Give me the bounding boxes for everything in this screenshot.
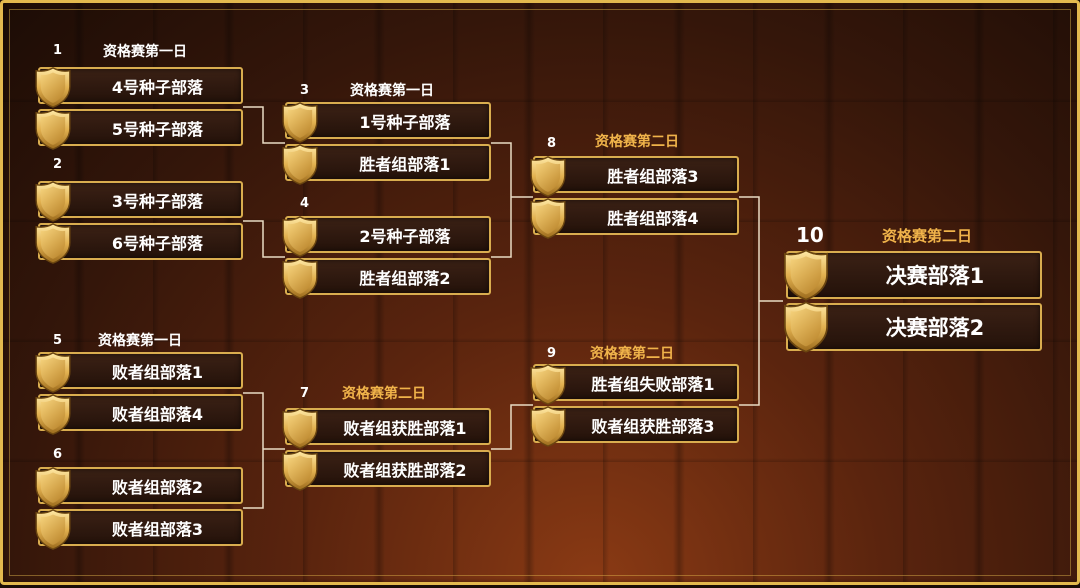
gold-shield-icon (782, 300, 830, 354)
gold-shield-icon (34, 351, 72, 394)
team-slot[interactable]: 决赛部落1 (783, 249, 1042, 301)
gold-shield-icon (281, 407, 319, 450)
team-slot[interactable]: 决赛部落2 (783, 301, 1042, 353)
team-name: 决赛部落1 (885, 264, 985, 288)
match-number: 4 (300, 196, 310, 211)
match-number: 9 (547, 346, 557, 361)
bracket-connector-lines (243, 106, 783, 509)
match-day-label: 资格赛第二日 (595, 134, 679, 150)
gold-shield-icon (34, 508, 72, 551)
gold-shield-icon (34, 108, 72, 151)
team-name: 败者组部落3 (111, 519, 204, 539)
team-name: 败者组获胜部落1 (343, 418, 467, 438)
team-slot[interactable]: 败者组部落4 (35, 394, 243, 435)
match-day-label: 资格赛第一日 (350, 83, 434, 99)
team-slot[interactable]: 胜者组部落1 (282, 144, 491, 185)
match-number: 1 (53, 43, 63, 58)
match-number: 10 (796, 223, 824, 247)
team-name: 4号种子部落 (111, 77, 204, 97)
team-slot[interactable]: 胜者组部落4 (530, 198, 739, 239)
match-number: 5 (53, 333, 63, 348)
gold-shield-icon (34, 466, 72, 509)
team-slot[interactable]: 败者组部落3 (35, 509, 243, 550)
team-slot[interactable]: 4号种子部落 (35, 67, 243, 108)
team-name: 败者组部落2 (111, 477, 204, 497)
team-slot[interactable]: 败者组获胜部落3 (530, 406, 739, 447)
team-name: 6号种子部落 (111, 233, 204, 253)
team-slot[interactable]: 1号种子部落 (282, 102, 491, 143)
team-name: 3号种子部落 (111, 191, 204, 211)
gold-shield-icon (281, 257, 319, 300)
gold-shield-icon (529, 363, 567, 406)
gold-shield-icon (529, 197, 567, 240)
team-name: 败者组获胜部落2 (343, 460, 467, 480)
match-number: 3 (300, 83, 310, 98)
team-name: 败者组部落1 (111, 362, 204, 382)
gold-shield-icon (34, 66, 72, 109)
team-slot[interactable]: 胜者组部落3 (530, 156, 739, 197)
team-name: 败者组部落4 (111, 404, 204, 424)
team-name: 胜者组失败部落1 (591, 374, 715, 394)
team-slot[interactable]: 3号种子部落 (35, 181, 243, 222)
team-slot[interactable]: 败者组部落1 (35, 352, 243, 393)
gold-shield-icon (529, 155, 567, 198)
team-name: 决赛部落2 (885, 316, 985, 340)
gold-shield-icon (281, 449, 319, 492)
gold-shield-icon (281, 101, 319, 144)
team-name: 胜者组部落4 (607, 208, 699, 228)
match-day-label: 资格赛第二日 (882, 227, 973, 245)
match-number: 6 (53, 447, 63, 462)
team-slot[interactable]: 5号种子部落 (35, 109, 243, 150)
team-name: 胜者组部落1 (359, 154, 451, 174)
team-name: 胜者组部落3 (607, 166, 699, 186)
match-day-label: 资格赛第一日 (103, 44, 187, 60)
match-number: 2 (53, 157, 63, 172)
team-name: 1号种子部落 (359, 112, 451, 132)
gold-shield-icon (529, 405, 567, 448)
team-slot[interactable]: 胜者组部落2 (282, 258, 491, 299)
team-slot[interactable]: 败者组部落2 (35, 467, 243, 508)
match-day-label: 资格赛第二日 (342, 386, 426, 402)
match-number: 7 (300, 386, 310, 401)
team-name: 败者组获胜部落3 (591, 416, 715, 436)
match-number: 8 (547, 136, 557, 151)
team-name: 5号种子部落 (111, 119, 204, 139)
gold-shield-icon (34, 393, 72, 436)
team-slot[interactable]: 6号种子部落 (35, 223, 243, 264)
team-slot[interactable]: 2号种子部落 (282, 216, 491, 257)
match-day-label: 资格赛第二日 (590, 346, 674, 362)
team-slot[interactable]: 胜者组失败部落1 (530, 364, 739, 405)
team-name: 胜者组部落2 (359, 268, 451, 288)
gold-shield-icon (782, 248, 830, 302)
gold-shield-icon (34, 180, 72, 223)
gold-shield-icon (34, 222, 72, 265)
gold-shield-icon (281, 143, 319, 186)
team-slot[interactable]: 败者组获胜部落2 (282, 450, 491, 491)
team-slot[interactable]: 败者组获胜部落1 (282, 408, 491, 449)
match-day-label: 资格赛第一日 (98, 333, 182, 349)
team-name: 2号种子部落 (359, 226, 451, 246)
gold-shield-icon (281, 215, 319, 258)
